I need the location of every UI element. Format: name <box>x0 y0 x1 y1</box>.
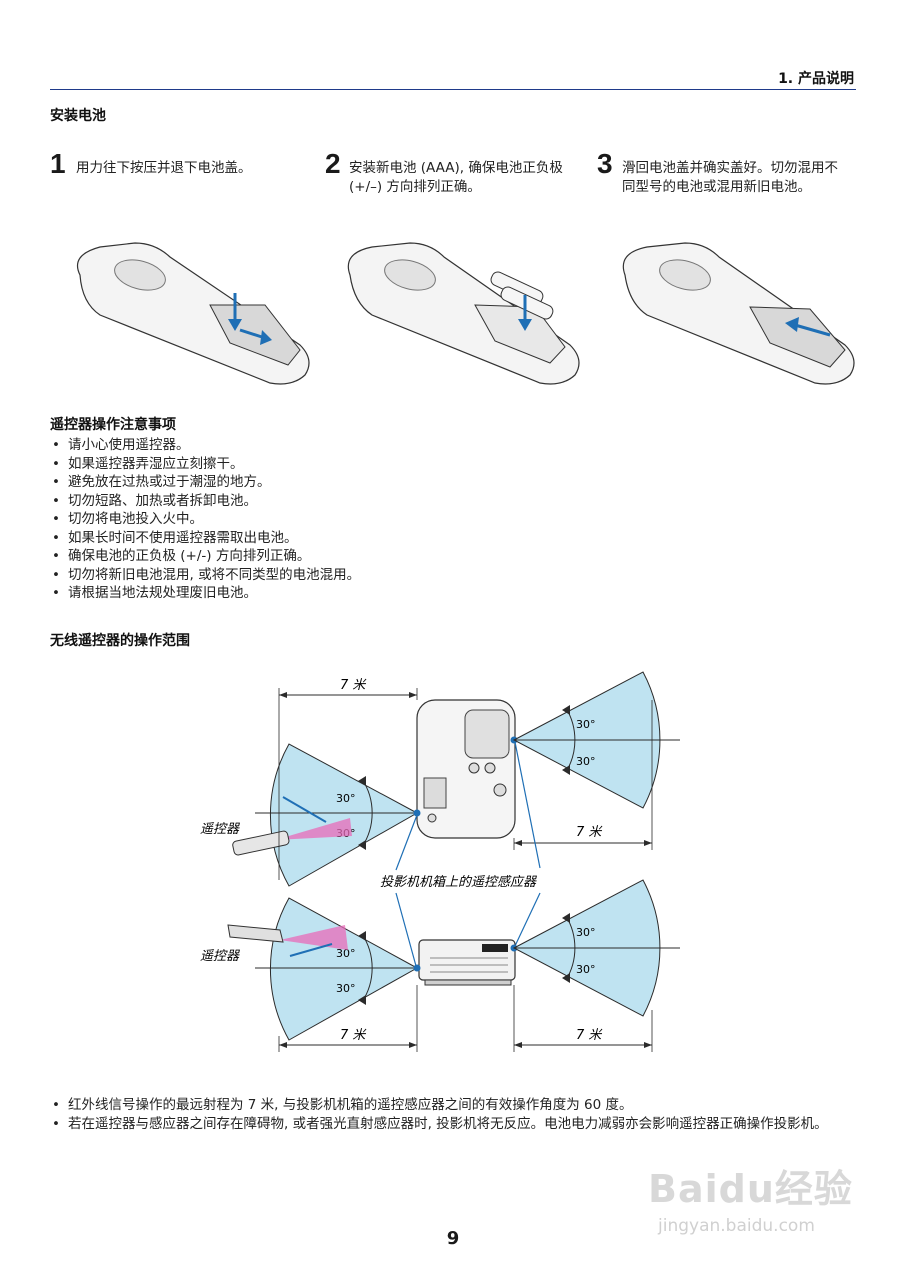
step-1-number: 1 <box>50 148 66 179</box>
caution-list: 请小心使用遥控器。 如果遥控器弄湿应立刻擦干。 避免放在过热或过于潮湿的地方。 … <box>50 436 750 603</box>
step-1-text: 用力往下按压并退下电池盖。 <box>76 160 252 176</box>
range-section-title: 无线遥控器的操作范围 <box>50 633 190 649</box>
remote-label: 遥控器 <box>200 949 240 964</box>
angle-label: 30° <box>576 755 596 768</box>
step-3-number: 3 <box>597 148 613 179</box>
caution-item: 请小心使用遥控器。 <box>50 436 750 455</box>
step-2-number: 2 <box>325 148 341 179</box>
caution-item: 避免放在过热或过于潮湿的地方。 <box>50 473 750 492</box>
remote-step-2-illustration <box>347 242 580 385</box>
baidu-watermark-url: jingyan.baidu.com <box>658 1216 815 1236</box>
caution-item: 切勿将电池投入火中。 <box>50 510 750 529</box>
angle-label: 30° <box>576 718 596 731</box>
range-diagram: 30° 30° 30° 30° 7 米 7 米 投影机机箱上的遥控感应器 遥控器… <box>200 671 680 1052</box>
range-fan-top-left <box>270 743 419 887</box>
angle-label: 30° <box>576 963 596 976</box>
sensor-dot <box>413 809 421 817</box>
note-item: 若在遥控器与感应器之间存在障碍物, 或者强光直射感应器时, 投影机将无反应。电池… <box>50 1115 860 1134</box>
range-fan-bottom-left <box>270 897 419 1041</box>
step-2-text: 安装新电池 (AAA), 确保电池正负极 (+/–) 方向排列正确。 <box>349 160 563 195</box>
distance-label: 7 米 <box>576 1028 603 1043</box>
sensor-dot <box>413 964 421 972</box>
page-number: 9 <box>446 1228 460 1249</box>
ir-beam <box>275 818 352 840</box>
step-3-text: 滑回电池盖并确实盖好。切勿混用不同型号的电池或混用新旧电池。 <box>622 160 838 195</box>
chapter-title: 1. 产品说明 <box>778 71 854 87</box>
remote-control-icon <box>232 830 290 856</box>
angle-label: 30° <box>336 792 356 805</box>
header-rule <box>50 89 856 90</box>
caution-item: 切勿短路、加热或者拆卸电池。 <box>50 492 750 511</box>
note-item: 红外线信号操作的最远射程为 7 米, 与投影机机箱的遥控感应器之间的有效操作角度… <box>50 1096 860 1115</box>
battery-section-title: 安装电池 <box>50 108 106 124</box>
angle-label: 30° <box>336 947 356 960</box>
remote-step-3-illustration <box>622 242 855 385</box>
sensor-label: 投影机机箱上的遥控感应器 <box>380 874 537 890</box>
distance-label: 7 米 <box>340 1028 367 1043</box>
caution-item: 切勿将新旧电池混用, 或将不同类型的电池混用。 <box>50 566 750 585</box>
remote-control-side-icon <box>227 924 284 943</box>
notes-list: 红外线信号操作的最远射程为 7 米, 与投影机机箱的遥控感应器之间的有效操作角度… <box>50 1096 860 1133</box>
distance-label: 7 米 <box>340 678 367 693</box>
caution-item: 如果长时间不使用遥控器需取出电池。 <box>50 529 750 548</box>
remote-label: 遥控器 <box>200 822 240 837</box>
remote-step-1-illustration <box>76 242 310 385</box>
baidu-watermark-logo: Baidu经验 <box>648 1167 853 1211</box>
caution-item: 如果遥控器弄湿应立刻擦干。 <box>50 455 750 474</box>
caution-item: 请根据当地法规处理废旧电池。 <box>50 584 750 603</box>
angle-label: 30° <box>576 926 596 939</box>
distance-label: 7 米 <box>576 825 603 840</box>
angle-label: 30° <box>336 982 356 995</box>
caution-section-title: 遥控器操作注意事项 <box>50 417 176 433</box>
caution-item: 确保电池的正负极 (+/-) 方向排列正确。 <box>50 547 750 566</box>
